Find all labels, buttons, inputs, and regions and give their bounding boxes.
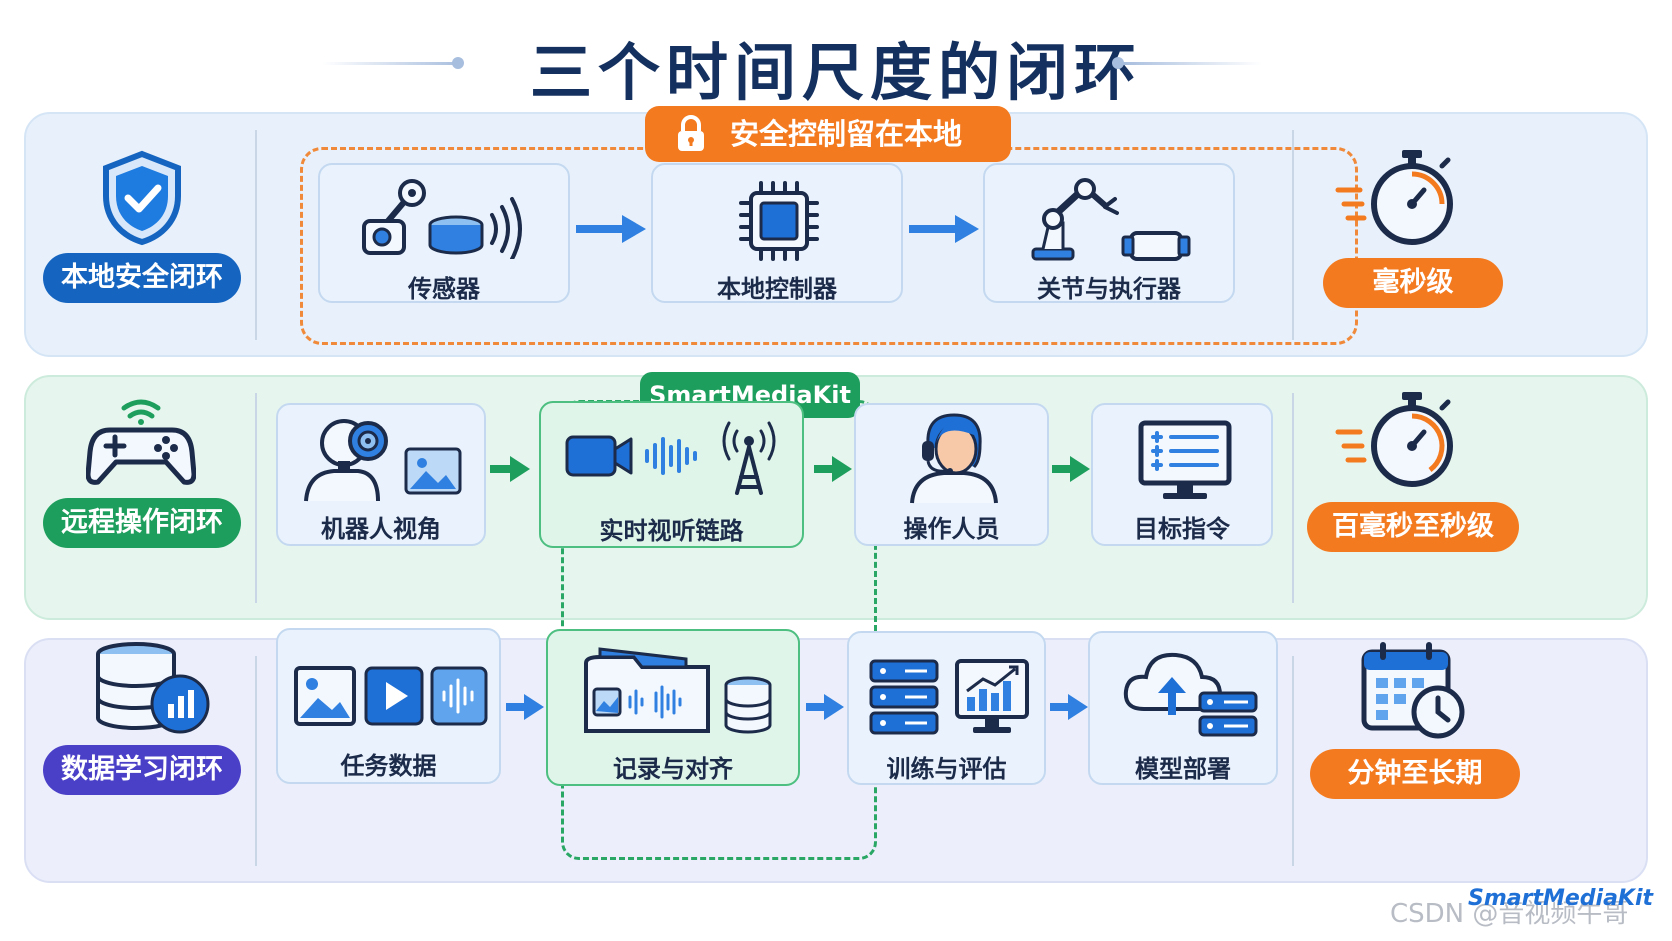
node-sensor: 传感器 [318, 163, 570, 303]
node-training-evaluation: 训练与评估 [847, 631, 1046, 785]
node-target-command: 目标指令 [1091, 403, 1273, 546]
media-files-icon [294, 666, 488, 726]
database-chart-icon [96, 642, 210, 734]
separator [255, 130, 257, 340]
node-label: 实时视听链路 [599, 517, 744, 545]
lock-icon [678, 115, 704, 151]
node-label: 关节与执行器 [1037, 275, 1181, 303]
stopwatch-icon [1335, 150, 1453, 245]
node-label: 机器人视角 [321, 515, 441, 543]
sensor-icon [362, 179, 522, 259]
local-control-tag-text: 安全控制留在本地 [730, 117, 963, 151]
node-label: 记录与对齐 [613, 755, 733, 783]
node-model-deployment: 模型部署 [1088, 631, 1278, 785]
separator [255, 393, 257, 603]
robot-arm-icon [1031, 178, 1191, 261]
timescale-ms: 毫秒级 [1323, 258, 1503, 308]
row-label-remote-operation: 远程操作闭环 [43, 498, 241, 548]
node-robot-view: 机器人视角 [276, 403, 486, 546]
node-label: 任务数据 [340, 752, 437, 780]
node-realtime-av-link: 实时视听链路 [539, 401, 804, 548]
title-decor-line-right [1122, 62, 1262, 65]
title-decor-dot-left [452, 57, 464, 69]
row-label-local-safety: 本地安全闭环 [43, 253, 241, 303]
operator-headset-icon [910, 413, 998, 504]
separator [255, 656, 257, 866]
watermark: CSDN @音视频牛哥 [1390, 899, 1629, 929]
gamepad-icon [86, 399, 196, 485]
row-label-data-learning: 数据学习闭环 [43, 745, 241, 795]
arrow-right-icon [576, 215, 646, 243]
node-task-data: 任务数据 [276, 628, 501, 784]
arrow-right-icon [806, 694, 844, 720]
folder-media-database-icon [584, 647, 772, 734]
robot-camera-icon [304, 419, 462, 502]
node-label: 训练与评估 [886, 755, 1007, 783]
arrow-right-icon [1052, 456, 1090, 482]
node-label: 传感器 [408, 275, 480, 303]
monitor-list-icon [1138, 420, 1232, 499]
server-chart-icon [869, 659, 1029, 735]
node-label: 模型部署 [1135, 755, 1231, 783]
stopwatch-icon [1335, 392, 1453, 487]
calendar-clock-icon [1361, 642, 1465, 739]
brand-logo: SmartMediaKit [1468, 886, 1654, 911]
arrow-right-icon [490, 456, 530, 482]
timescale-100ms-s: 百毫秒至秒级 [1307, 502, 1519, 552]
chip-icon [739, 181, 819, 261]
arrow-right-icon [1050, 694, 1088, 720]
separator [1292, 393, 1294, 603]
node-label: 本地控制器 [717, 275, 837, 303]
page-title: 三个时间尺度的闭环 [529, 36, 1142, 109]
node-label: 操作人员 [903, 515, 1000, 543]
node-local-controller: 本地控制器 [651, 163, 903, 303]
title-decor-line-left [322, 62, 462, 65]
arrow-right-icon [506, 694, 544, 720]
separator [1292, 656, 1294, 866]
node-record-align: 记录与对齐 [546, 629, 800, 786]
video-audio-signal-icon [565, 421, 776, 495]
node-operator: 操作人员 [854, 403, 1049, 546]
node-label: 目标指令 [1134, 515, 1230, 543]
arrow-right-icon [909, 215, 979, 243]
arrow-right-icon [814, 456, 852, 482]
separator [1292, 130, 1294, 340]
node-joints-actuators: 关节与执行器 [983, 163, 1235, 303]
local-control-tag: 安全控制留在本地 [645, 106, 1011, 162]
cloud-upload-server-icon [1123, 652, 1258, 737]
title-area: 三个时间尺度的闭环 [0, 10, 1672, 109]
title-decor-dot-right [1112, 57, 1124, 69]
timescale-min-long: 分钟至长期 [1310, 749, 1520, 799]
shield-check-icon [103, 150, 181, 246]
